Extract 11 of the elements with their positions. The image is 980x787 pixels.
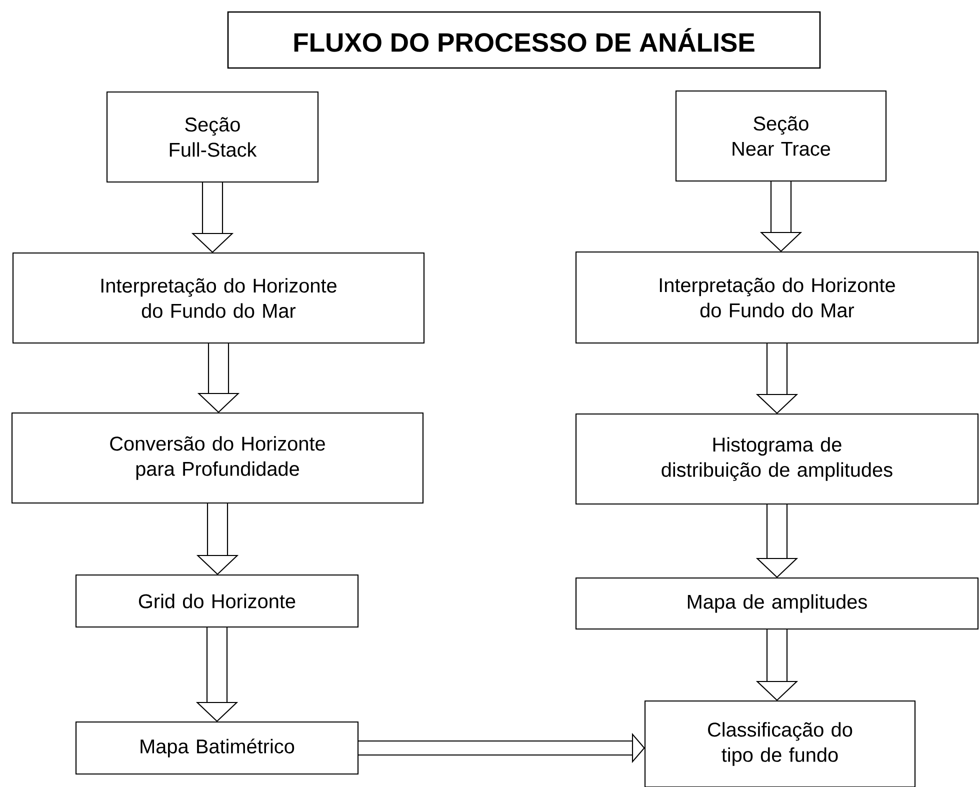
process-box: Seção Full-Stack [106, 91, 319, 183]
process-box: Interpretação do Horizonte do Fundo do Mar [12, 252, 425, 344]
process-box: Mapa Batimétrico [75, 721, 359, 775]
process-box: Interpretação do Horizonte do Fundo do Mar [575, 251, 979, 344]
title-box: FLUXO DO PROCESSO DE ANÁLISE [227, 11, 821, 69]
process-box: Seção Near Trace [675, 90, 887, 182]
process-box: Mapa de amplitudes [575, 577, 979, 630]
process-box: Conversão do Horizonte para Profundidade [11, 412, 424, 504]
process-box: Histograma de distribuição de amplitudes [575, 413, 979, 505]
process-box: Classificação do tipo de fundo [644, 700, 916, 787]
process-box: Grid do Horizonte [75, 574, 359, 628]
